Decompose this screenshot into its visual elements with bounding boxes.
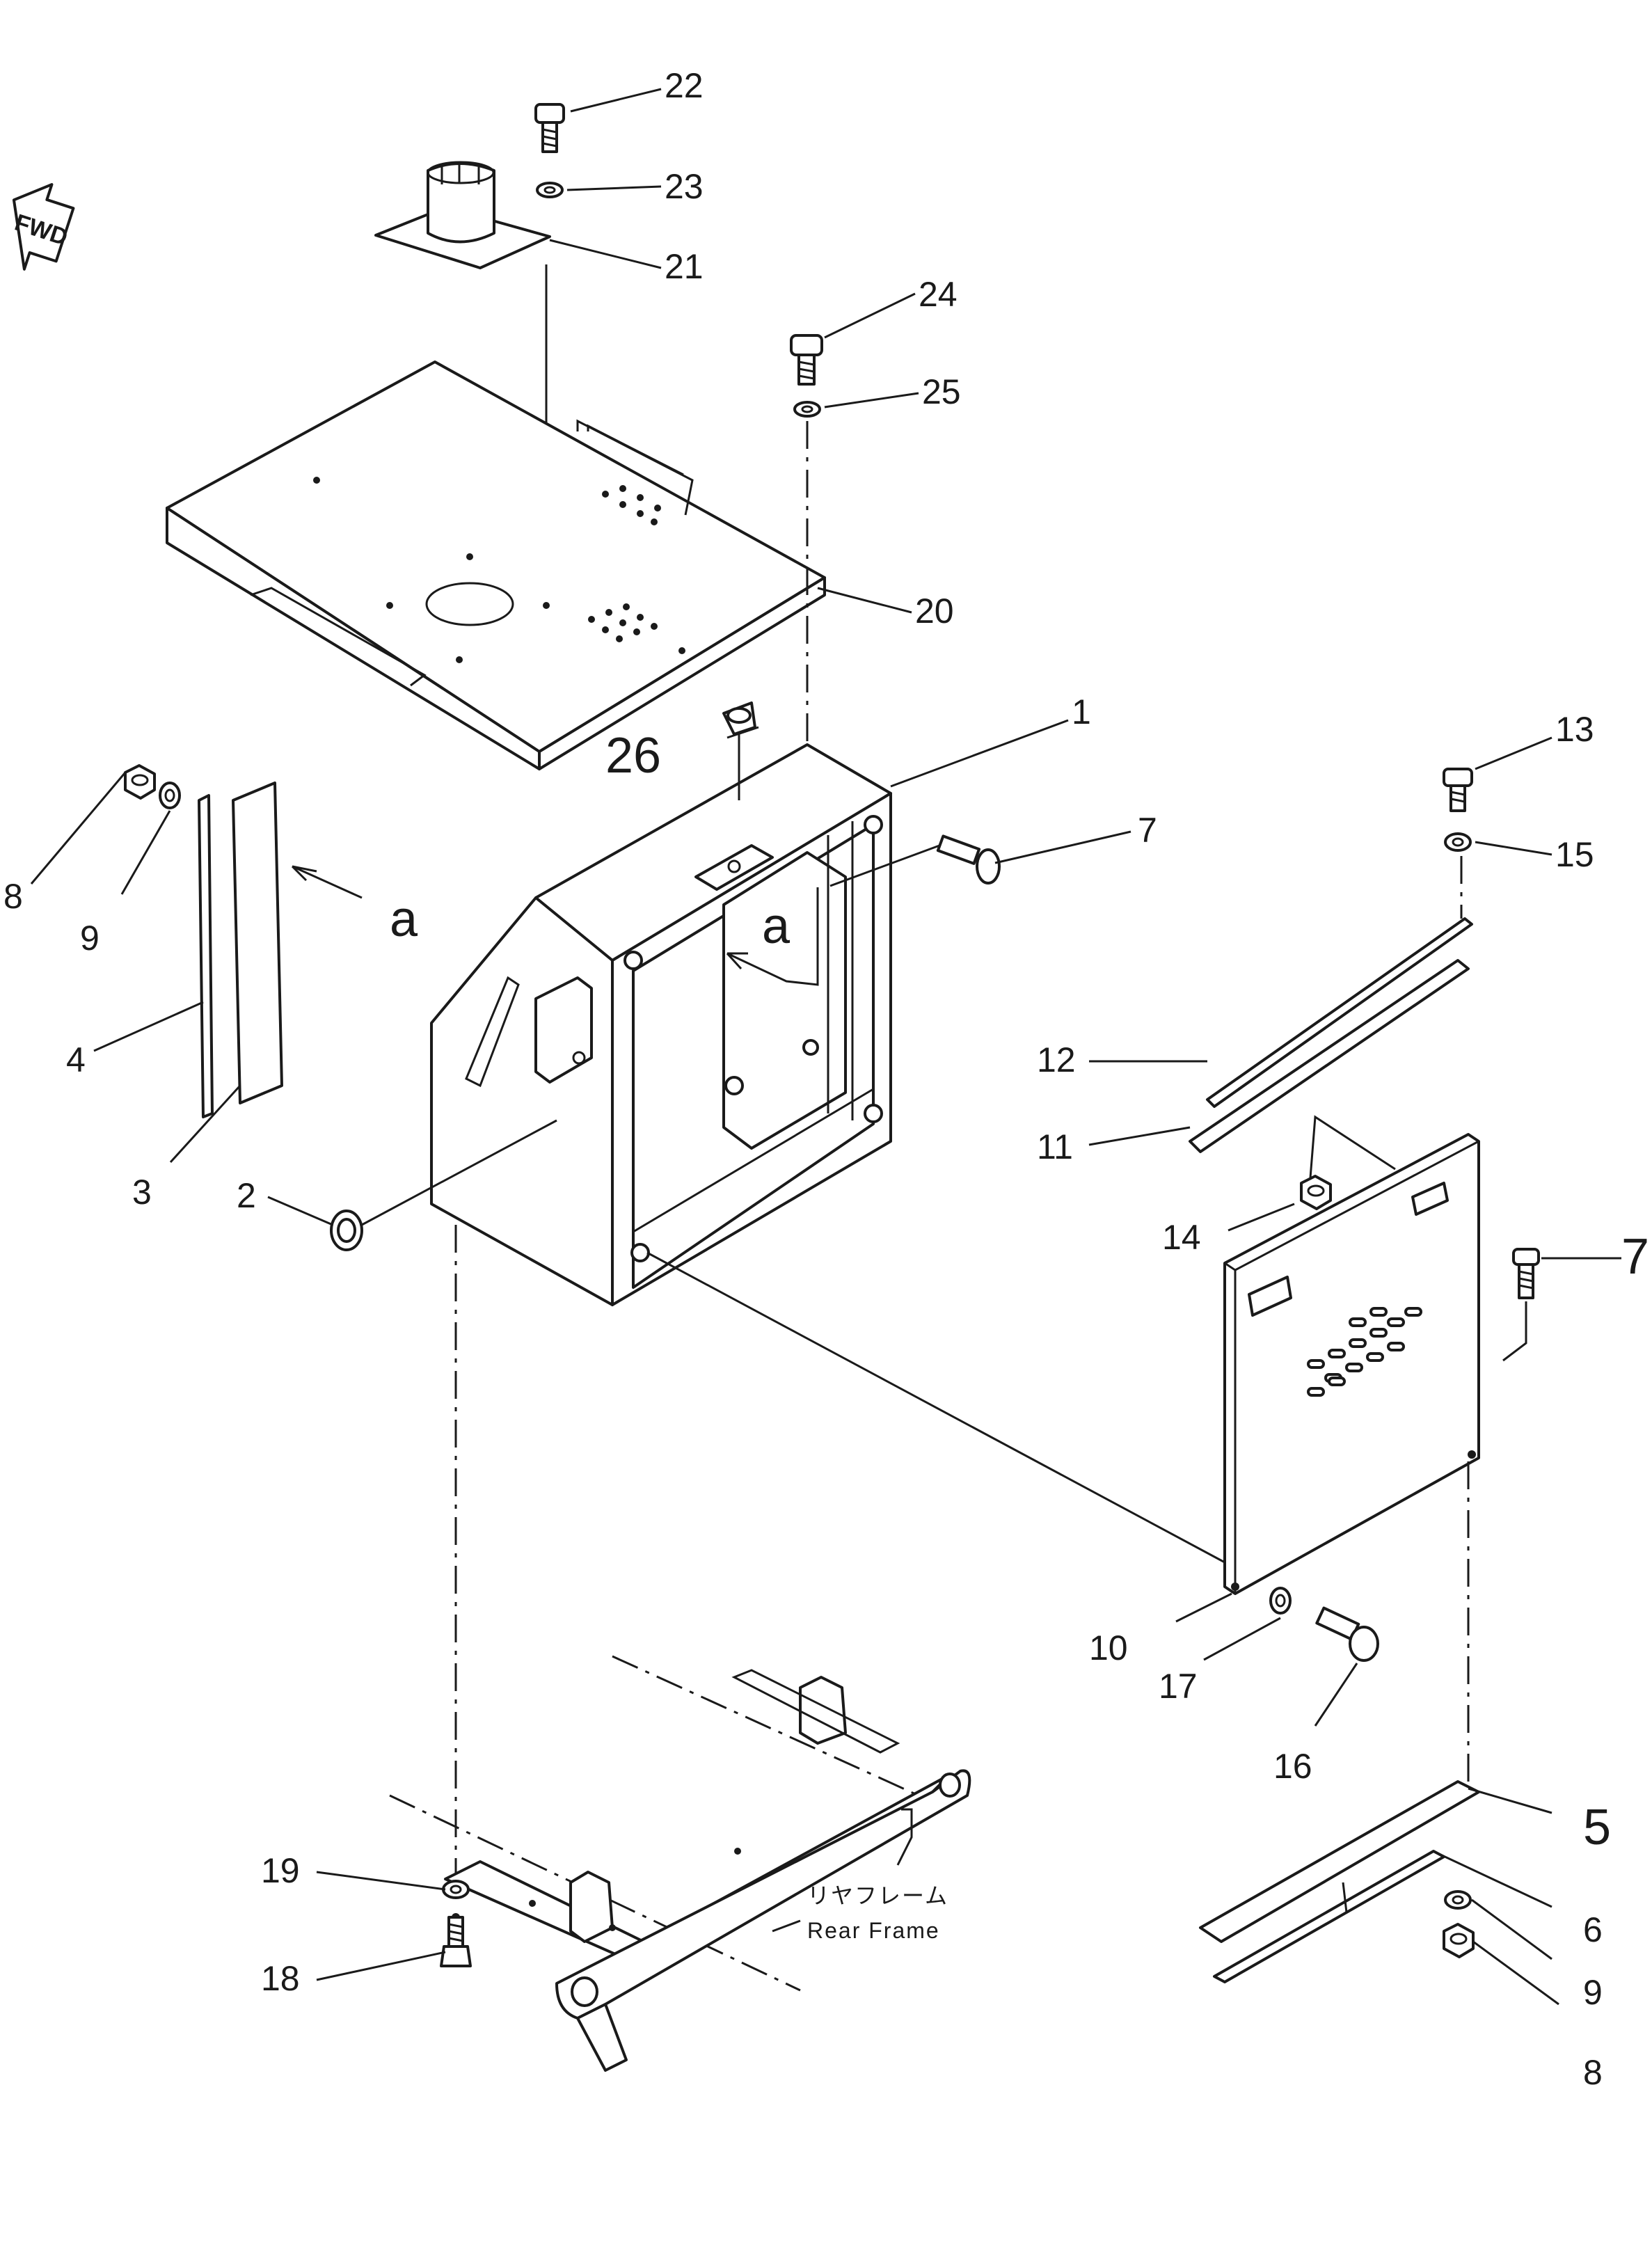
rear-frame xyxy=(389,1655,971,2072)
fwd-arrow: FWD xyxy=(12,183,75,271)
bolt-16 xyxy=(1315,1606,1379,1662)
callout-20: 20 xyxy=(915,592,954,631)
callout-2: 2 xyxy=(237,1176,256,1215)
flange-21 xyxy=(374,161,551,269)
nut-8-left xyxy=(124,764,156,800)
strip-11 xyxy=(1189,959,1470,1153)
top-cover-20 xyxy=(166,360,826,770)
washer-19 xyxy=(442,1880,470,1899)
callout-21: 21 xyxy=(665,247,704,286)
washer-9-left xyxy=(159,782,181,809)
washer-23 xyxy=(536,182,564,198)
callout-1: 1 xyxy=(1072,692,1091,731)
view-marker-a: a xyxy=(390,891,418,947)
plate-3 xyxy=(232,782,283,1104)
callout-16: 16 xyxy=(1273,1747,1312,1786)
callout-8-left: 8 xyxy=(3,877,23,916)
view-marker-a-inner: a xyxy=(762,898,791,954)
callout-26: 26 xyxy=(605,728,661,784)
leader-lines xyxy=(30,88,1621,2006)
strip-12 xyxy=(1206,917,1473,1108)
bolt-13 xyxy=(1443,768,1473,812)
callout-6: 6 xyxy=(1583,1910,1603,1949)
bolt-18 xyxy=(440,1916,472,1967)
nut-8-right xyxy=(1443,1923,1475,1958)
callout-7-right: 7 xyxy=(1621,1229,1649,1285)
washer-15 xyxy=(1444,832,1472,852)
strip-4 xyxy=(198,794,214,1118)
latch-26 xyxy=(722,701,756,800)
washer-17 xyxy=(1269,1587,1292,1615)
callout-18: 18 xyxy=(261,1959,300,1998)
callout-15: 15 xyxy=(1555,835,1594,874)
callout-9-left: 9 xyxy=(80,919,100,958)
housing-1 xyxy=(430,743,892,1306)
bolt-7-right xyxy=(1502,1248,1540,1362)
callout-14: 14 xyxy=(1162,1218,1201,1257)
callout-13: 13 xyxy=(1555,710,1594,749)
callout-10: 10 xyxy=(1089,1628,1128,1667)
callout-24: 24 xyxy=(919,275,958,314)
callout-11: 11 xyxy=(1037,1127,1073,1166)
bolt-24 xyxy=(790,334,823,386)
callout-19: 19 xyxy=(261,1851,300,1890)
washer-25 xyxy=(793,401,821,418)
callout-5: 5 xyxy=(1583,1800,1611,1855)
callout-23: 23 xyxy=(665,167,704,206)
callout-22: 22 xyxy=(665,66,704,105)
callout-25: 25 xyxy=(922,372,961,411)
bolt-7-upper xyxy=(829,834,1001,887)
rear-frame-jp-label: リヤフレーム xyxy=(807,1883,948,1908)
rear-frame-en-label: Rear Frame xyxy=(807,1918,940,1943)
callout-3: 3 xyxy=(132,1173,152,1212)
callout-9-right: 9 xyxy=(1583,1973,1603,2012)
callout-8-right: 8 xyxy=(1583,2053,1603,2092)
callout-4: 4 xyxy=(66,1040,86,1079)
side-panel-10 xyxy=(1223,1115,1480,1595)
grommet-2 xyxy=(330,1119,557,1251)
bolt-22 xyxy=(534,103,565,153)
callout-12: 12 xyxy=(1037,1040,1076,1079)
washer-9-right xyxy=(1444,1890,1472,1910)
nut-14 xyxy=(1300,1175,1332,1210)
callout-17: 17 xyxy=(1159,1667,1198,1706)
callout-7-upper: 7 xyxy=(1138,811,1157,850)
